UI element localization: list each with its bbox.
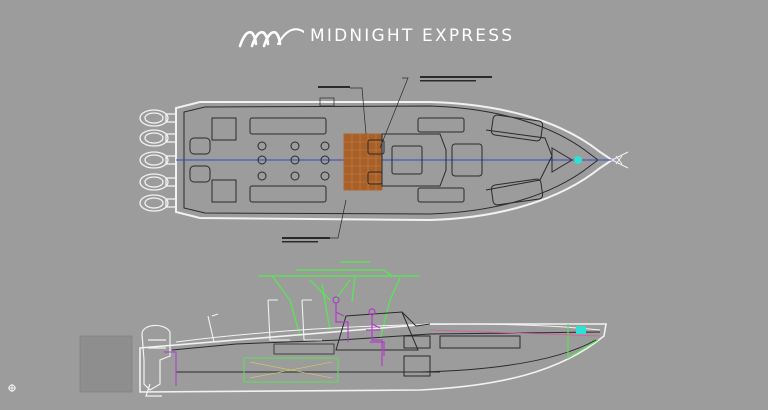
bow-light [574, 156, 582, 164]
outboard-engine [139, 173, 177, 191]
center-console [367, 133, 447, 187]
console-profile [335, 311, 431, 351]
fuel-tank-area [243, 343, 339, 383]
outboard-engines [139, 109, 177, 212]
hull-gunwale-inner [183, 105, 599, 215]
seat-pedestals [257, 141, 330, 181]
bow-anchor-icon [611, 151, 629, 169]
origin-marker-icon [8, 384, 16, 392]
crew-figures [332, 296, 385, 366]
engine-bracket-purple [164, 351, 177, 386]
forward-seating [451, 114, 573, 206]
leaning-post-seats [207, 299, 322, 343]
stern-hatches [189, 117, 237, 203]
below-deck-hatches [403, 335, 521, 377]
annotation-marks [282, 76, 492, 243]
brand-logo: MIDNIGHT EXPRESS [238, 20, 514, 52]
hull-sheer-line [175, 323, 601, 343]
helm-deck-teak [343, 133, 383, 191]
cockpit-lockers [249, 117, 465, 203]
hull-plan-outline [175, 101, 614, 222]
bow-nav-light [576, 326, 586, 334]
midnight-express-logo-mark [238, 28, 304, 48]
transom-reference-box [79, 335, 133, 393]
bow-flare-line [429, 329, 601, 337]
t-top-frame [258, 261, 420, 341]
deck-profile-dark [171, 331, 601, 373]
waterline-marker [567, 324, 599, 360]
brand-name: MIDNIGHT EXPRESS [310, 26, 515, 46]
hull-profile-outline [139, 323, 607, 393]
outboard-profile [141, 324, 171, 397]
